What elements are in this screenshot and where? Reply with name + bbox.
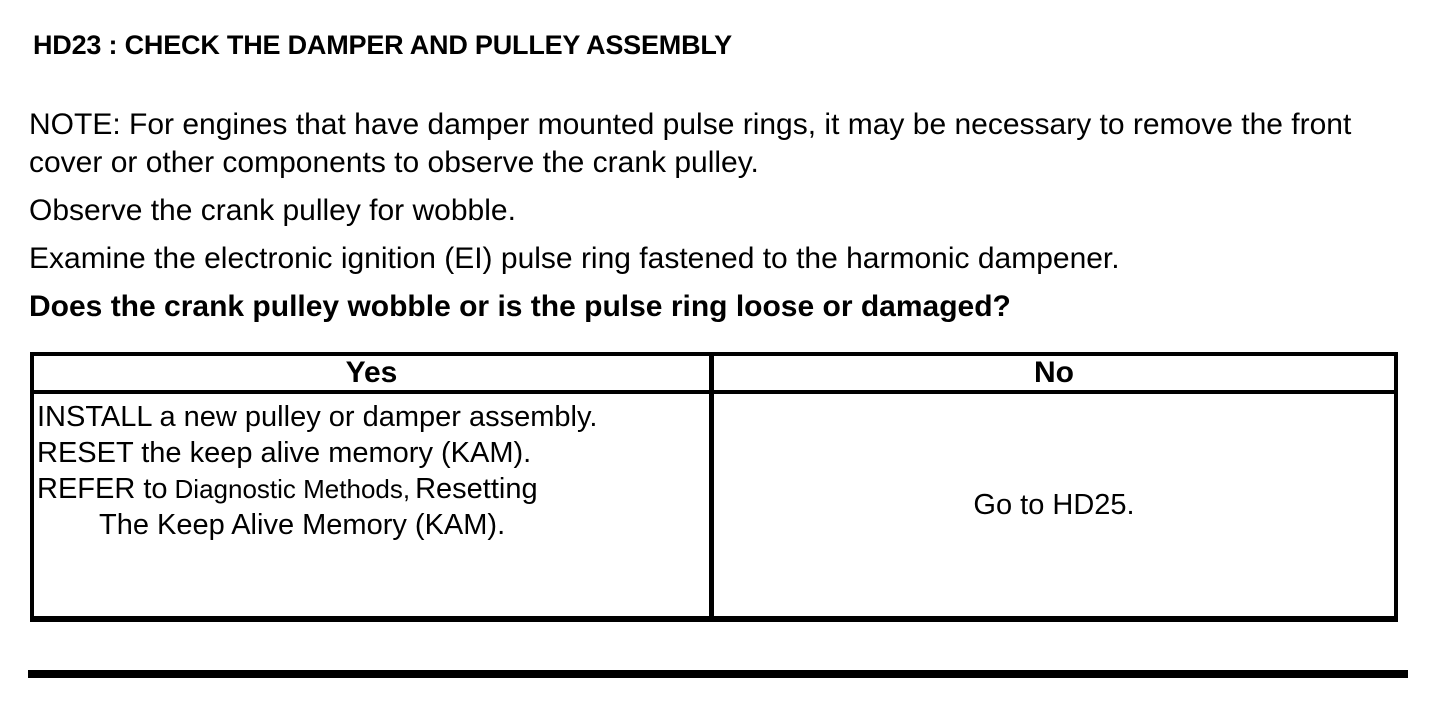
decision-table: Yes No INSTALL a new pulley or damper as… <box>30 352 1398 622</box>
refer-reference: Diagnostic Methods, <box>174 474 411 504</box>
instruction-observe: Observe the crank pulley for wobble. <box>29 194 516 227</box>
bottom-horizontal-rule <box>28 670 1408 678</box>
yes-action-cell: INSTALL a new pulley or damper assembly.… <box>34 394 714 616</box>
column-header-yes: Yes <box>34 356 714 390</box>
instruction-examine: Examine the electronic ignition (EI) pul… <box>29 242 1120 275</box>
refer-prefix: REFER to <box>37 473 168 505</box>
table-body-row: INSTALL a new pulley or damper assembly.… <box>34 394 1394 616</box>
decision-question: Does the crank pulley wobble or is the p… <box>29 290 1011 323</box>
yes-action-line-continuation: The Keep Alive Memory (KAM). <box>99 509 506 541</box>
note-paragraph: NOTE: For engines that have damper mount… <box>29 108 1352 179</box>
yes-action-line-reset: RESET the keep alive memory (KAM). <box>37 437 532 469</box>
no-action-text: Go to HD25. <box>973 488 1135 521</box>
column-header-no: No <box>1034 356 1074 389</box>
refer-suffix: Resetting <box>415 473 538 505</box>
table-header-row: Yes No <box>34 356 1394 394</box>
yes-action-line-install: INSTALL a new pulley or damper assembly. <box>37 401 598 433</box>
section-heading: HD23 : CHECK THE DAMPER AND PULLEY ASSEM… <box>33 30 732 60</box>
no-action-cell: Go to HD25. <box>714 394 1394 616</box>
